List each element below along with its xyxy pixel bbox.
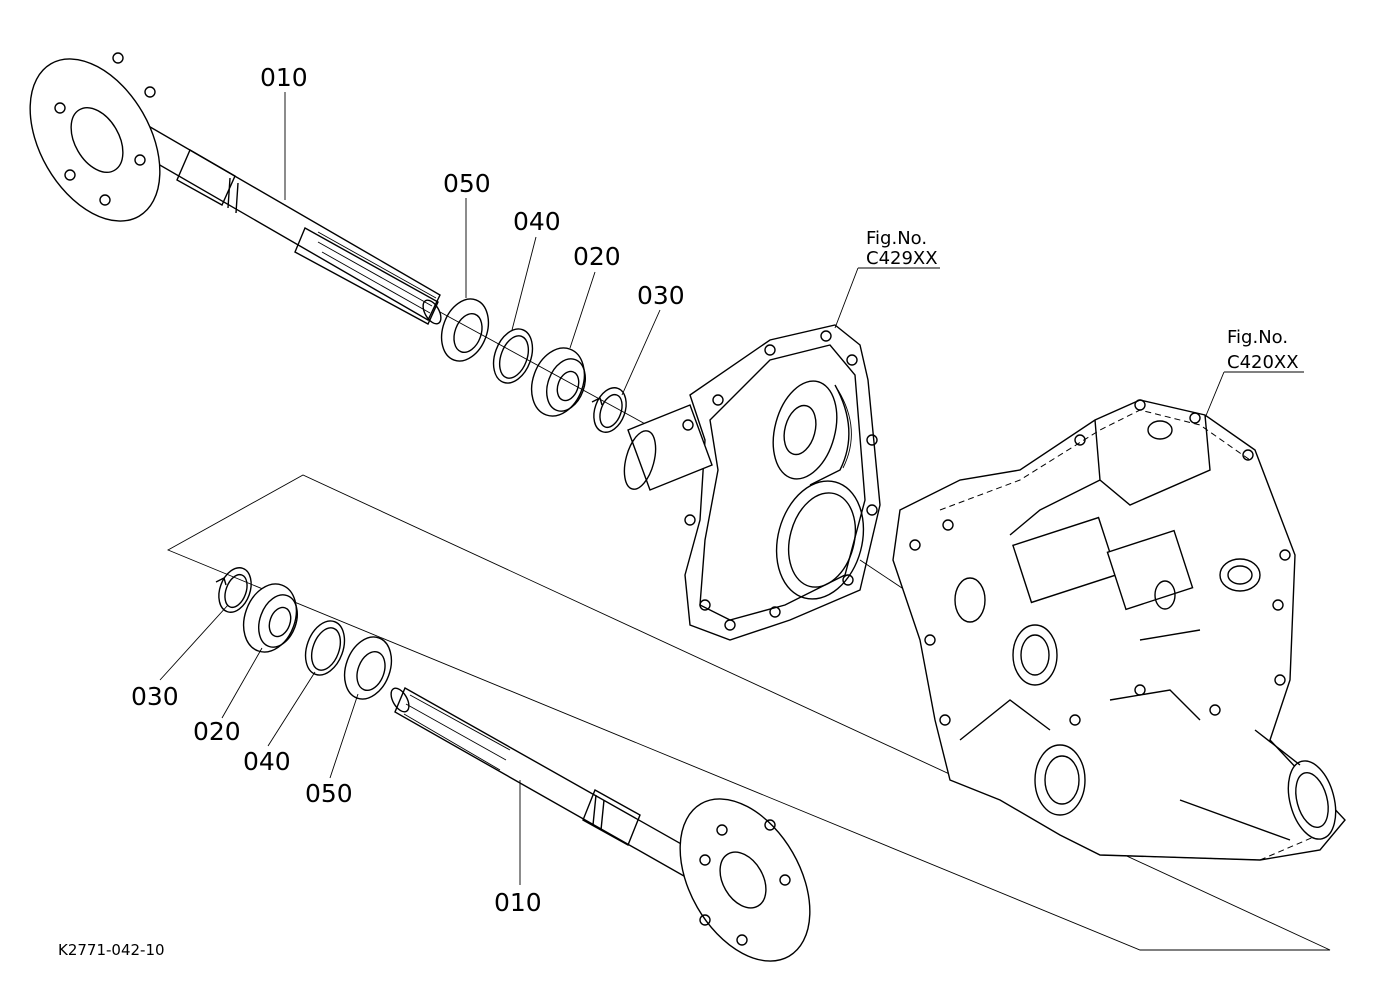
ball-bearing-bottom (242, 583, 298, 653)
label-050-bottom: 050 (305, 779, 353, 808)
label-030-bottom: 030 (131, 682, 179, 711)
leader-lines (159, 92, 1304, 885)
fig-ref-gear-case-line2: C429XX (866, 248, 938, 269)
label-040-bottom: 040 (243, 747, 291, 776)
oil-seal-top (440, 298, 490, 362)
label-030-top: 030 (637, 281, 685, 310)
fig-ref-trans-case-line1: Fig.No. (1227, 327, 1288, 348)
assembly-axis-top (439, 311, 661, 433)
circlip-030-bottom (215, 567, 252, 613)
label-050-top: 050 (443, 169, 491, 198)
oil-seal-bottom (343, 636, 393, 700)
label-020-bottom: 020 (193, 717, 241, 746)
label-010-top: 010 (260, 63, 308, 92)
transmission-case (892, 399, 1346, 861)
axle-shaft-bottom (390, 687, 811, 962)
ball-bearing-top (530, 347, 586, 417)
axle-shaft-top (29, 52, 442, 325)
circlip-030-top (591, 387, 627, 433)
fig-ref-gear-case-line1: Fig.No. (866, 228, 927, 249)
fig-ref-trans-case-line2: C420XX (1227, 352, 1299, 373)
circlip-040-bottom (304, 620, 346, 676)
circlip-040-top (492, 328, 534, 384)
diagram-code: K2771-042-10 (58, 941, 165, 959)
label-040-top: 040 (513, 207, 561, 236)
label-010-bottom: 010 (494, 888, 542, 917)
reference-plane (166, 474, 1331, 951)
label-020-top: 020 (573, 242, 621, 271)
gear-case (623, 324, 906, 641)
